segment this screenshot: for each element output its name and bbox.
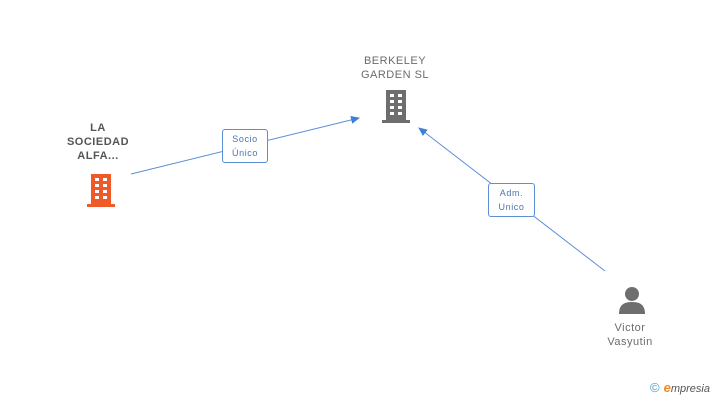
edge-label-socio[interactable]: Socio Único [222,129,268,163]
edge-label-line: Unico [498,202,525,212]
node-label-line: ALFA... [77,150,119,162]
edge-label-line: Adm. [499,188,524,198]
edge-label-line: Socio [232,134,258,144]
node-label-line: BERKELEY [363,55,427,67]
building-icon[interactable] [380,88,412,124]
brand-logo[interactable]: ©empresia [650,380,710,395]
node-label-line: Victor [614,322,646,334]
building-icon[interactable] [85,172,117,208]
node-label-line: Vasyutin [607,336,653,348]
node-label-victor[interactable]: Victor Vasyutin [580,321,680,349]
copyright-icon: © [650,380,660,395]
brand-name: mpresia [670,383,710,395]
node-label-line: SOCIEDAD [66,136,130,148]
node-label-la-sociedad[interactable]: LA SOCIEDAD ALFA... [48,121,148,163]
edge-label-line: Único [231,148,258,158]
node-label-line: GARDEN SL [360,69,430,81]
node-label-line: LA [90,122,106,134]
node-label-berkeley[interactable]: BERKELEY GARDEN SL [345,54,445,82]
person-icon[interactable] [617,285,647,315]
brand-e: e [663,380,671,395]
edge-label-adm[interactable]: Adm. Unico [488,183,535,217]
